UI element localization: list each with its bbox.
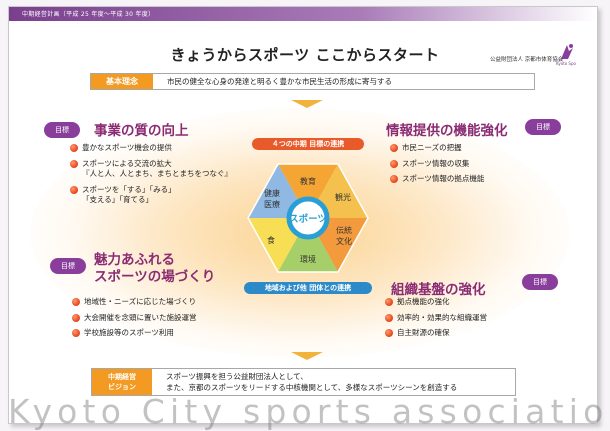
- basic-principle-label: 基本理念: [91, 74, 153, 89]
- list-item: 自主財源の確保: [385, 328, 487, 339]
- goal-tag-top-right: 目標: [525, 119, 561, 135]
- segment-label-culture-1: 伝統: [336, 225, 352, 235]
- list-item: 効率的・効果的な組織運営: [385, 313, 487, 324]
- segment-label-tourism: 観光: [335, 192, 351, 202]
- segment-environment: [278, 218, 338, 272]
- segment-education: [278, 164, 338, 218]
- segment-label-health-2: 医療: [264, 199, 280, 209]
- bullet-icon: [385, 329, 393, 337]
- segment-label-health-1: 健康: [264, 188, 280, 198]
- sports-hexagon-diagram: スポーツ 教育 観光 伝統 文化 環境 食 健康 医療: [247, 163, 369, 273]
- segment-label-environment: 環境: [300, 254, 316, 264]
- list-item: スポーツによる交流の拡大『人と人、人とまち、まちとまちをつなぐ』: [70, 159, 232, 180]
- goal-title-venues: 魅力あふれる スポーツの場づくり: [94, 252, 216, 285]
- basic-principle-bar: 基本理念 市民の健全な心身の発達と明るく豊かな市民生活の形成に寄与する: [90, 73, 535, 90]
- hexagon-outline: [247, 163, 369, 273]
- mid-term-vision-text: スポーツ振興を担う公益財団法人として、 また、京都のスポーツをリードする中核機関…: [166, 372, 458, 392]
- community-collaboration-label: 地域および他 団体との連携: [244, 282, 372, 294]
- arrow-down-icon: [291, 100, 323, 108]
- bullet-icon: [72, 313, 80, 322]
- list-item: スポーツ情報の拠点機能: [390, 174, 484, 185]
- goals-collaboration-label: ４つの中期 目標の連携: [252, 138, 364, 150]
- organization-logo-icon: [561, 44, 573, 59]
- mid-term-vision-label: 中期経営 ビジョン: [92, 369, 152, 395]
- goal-title-information: 情報提供の機能強化: [386, 123, 508, 139]
- goal-tag-top-left: 目標: [44, 122, 80, 138]
- header-caption: 中期経営計画（平成 25 年度〜平成 30 年度）: [22, 11, 155, 18]
- watermark: Kyoto City sports association: [8, 392, 610, 431]
- arrow-down-icon: [291, 352, 323, 360]
- segment-label-culture-2: 文化: [336, 236, 352, 246]
- page-title: きょうからスポーツ ここからスタート: [170, 46, 440, 64]
- goal-tag-bottom-right: 目標: [522, 274, 558, 290]
- list-item: スポーツを「する」「みる」「支える」「育てる」: [70, 185, 232, 206]
- list-item: 大会開催を念頭に置いた施設運営: [72, 313, 197, 324]
- bullet-icon: [70, 185, 78, 194]
- goal-items-quality: 豊かなスポーツ機会の提供 スポーツによる交流の拡大『人と人、人とまち、まちとまち…: [70, 143, 232, 211]
- goal-items-venues: 地域性・ニーズに応じた場づくり 大会開催を念頭に置いた施設運営 学校施設等のスポ…: [72, 297, 197, 344]
- mid-term-vision-bar: 中期経営 ビジョン スポーツ振興を担う公益財団法人として、 また、京都のスポーツ…: [91, 368, 516, 396]
- segment-label-education: 教育: [300, 176, 316, 186]
- basic-principle-text: 市民の健全な心身の発達と明るく豊かな市民生活の形成に寄与する: [167, 77, 392, 86]
- bullet-icon: [390, 144, 398, 152]
- bullet-icon: [72, 298, 80, 306]
- bullet-icon: [390, 159, 398, 168]
- bullet-icon: [70, 144, 78, 152]
- segment-label-food: 食: [267, 235, 275, 245]
- sports-ring: [286, 196, 330, 240]
- organization-name: 公益財団法人 京都市体育協会: [490, 57, 564, 63]
- list-item: 拠点機能の強化: [385, 297, 487, 308]
- bullet-icon: [390, 175, 398, 183]
- list-item: 地域性・ニーズに応じた場づくり: [72, 297, 197, 308]
- bullet-icon: [72, 329, 80, 337]
- center-label: スポーツ: [289, 213, 327, 225]
- bullet-icon: [385, 313, 393, 322]
- list-item: スポーツ情報の収集: [390, 159, 484, 170]
- list-item: 市民ニーズの把握: [390, 143, 484, 154]
- list-item: 学校施設等のスポーツ利用: [72, 328, 197, 339]
- goal-title-organization: 組織基盤の強化: [391, 282, 486, 298]
- organization-logo-caption: Kyoto Spo: [556, 61, 576, 66]
- goal-tag-bottom-left: 目標: [50, 258, 86, 274]
- list-item: 豊かなスポーツ機会の提供: [70, 143, 232, 154]
- organization-block: 公益財団法人 京都市体育協会 Kyoto Spo: [490, 44, 590, 68]
- goal-title-quality: 事業の質の向上: [94, 123, 189, 139]
- goal-items-information: 市民ニーズの把握 スポーツ情報の収集 スポーツ情報の拠点機能: [390, 143, 484, 190]
- bullet-icon: [70, 159, 78, 168]
- bullet-icon: [385, 298, 393, 306]
- goal-items-organization: 拠点機能の強化 効率的・効果的な組織運営 自主財源の確保: [385, 297, 487, 344]
